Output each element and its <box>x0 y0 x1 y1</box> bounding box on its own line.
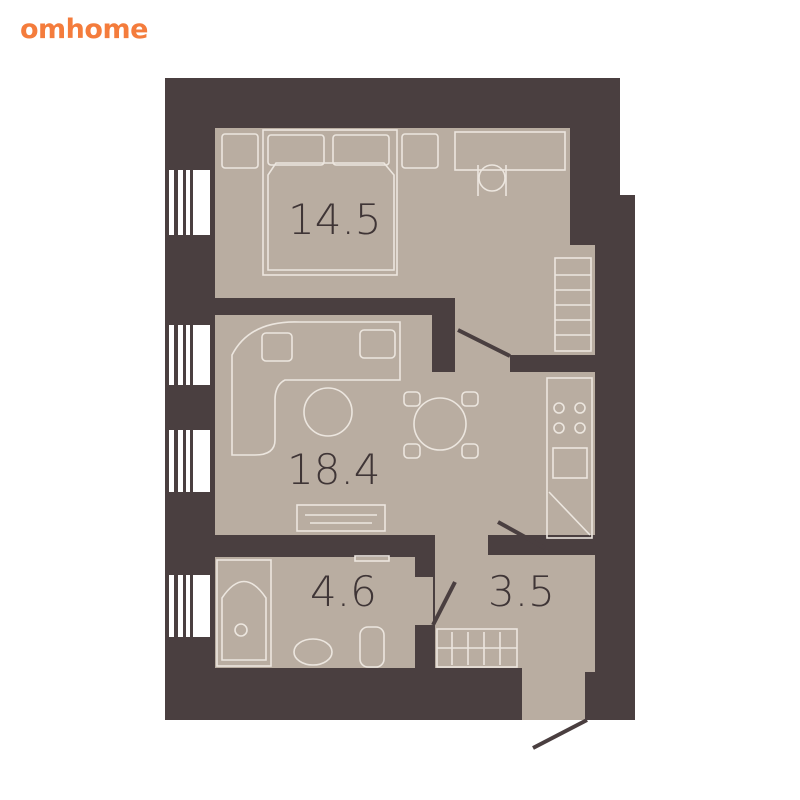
area-bathroom: 4.6 <box>310 567 377 616</box>
toilet-icon <box>359 626 385 668</box>
window-living-1 <box>169 325 210 385</box>
tv-stand-icon <box>296 504 386 532</box>
rug-icon <box>303 387 353 437</box>
window-bedroom <box>169 170 210 235</box>
area-living: 18.4 <box>287 445 381 494</box>
nightstand-icon <box>401 133 439 169</box>
wall-partition <box>545 535 595 555</box>
brand-logo: omhome <box>20 14 148 45</box>
bed-icon <box>262 129 398 276</box>
door-bathroom <box>431 581 457 626</box>
towel-rail-icon <box>354 555 390 562</box>
area-hallway: 3.5 <box>488 567 555 616</box>
wall-partition <box>415 557 435 577</box>
door-entrance <box>532 718 588 750</box>
window-living-2 <box>169 430 210 492</box>
door-kitchen <box>497 520 546 550</box>
sofa-icon <box>231 321 401 456</box>
kitchen-unit-icon <box>546 377 593 539</box>
floor-hallway <box>435 535 595 720</box>
area-bedroom: 14.5 <box>288 195 382 244</box>
window-bathroom <box>169 575 210 637</box>
door-bedroom <box>457 328 511 358</box>
bathtub-icon <box>216 559 272 667</box>
dining-table-icon <box>403 391 479 459</box>
sink-icon <box>293 638 333 666</box>
wall-partition <box>415 625 435 670</box>
nightstand-icon <box>221 133 259 169</box>
wardrobe-icon <box>554 257 592 352</box>
floor-bathroom <box>215 557 433 668</box>
floor-living <box>215 315 595 545</box>
desk-icon <box>454 131 566 196</box>
shoe-rack-icon <box>436 628 518 668</box>
